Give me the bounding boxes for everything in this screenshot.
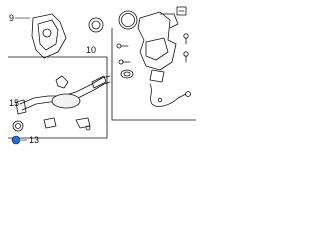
callout-13: 13 <box>29 135 39 145</box>
stud-2 <box>183 51 189 57</box>
converter-group-frame <box>111 28 196 121</box>
bolt <box>85 125 91 131</box>
clamp-ring-inner <box>15 123 21 129</box>
flange-gasket <box>120 69 134 79</box>
harness-connector <box>185 91 191 97</box>
heat-shield-inner-contour <box>37 19 59 51</box>
hanger-isolator <box>75 117 91 129</box>
heat-shield-hole <box>42 28 52 38</box>
heat-shield-clip <box>176 6 187 16</box>
gasket-ring <box>118 10 138 30</box>
oxygen-sensor-highlight <box>11 135 21 145</box>
manifold-runner <box>159 13 179 29</box>
callout-9: 9 <box>9 13 14 23</box>
group-10-frame <box>8 56 108 139</box>
stud-1 <box>183 33 189 39</box>
gasket-ring-inner <box>121 13 135 27</box>
exhaust-parts-diagram: 9 10 15 13 <box>8 6 196 145</box>
flex-joint <box>91 75 107 89</box>
converter-body <box>145 37 169 61</box>
hanger-bracket <box>55 75 69 89</box>
clamp-ring <box>12 120 24 132</box>
pipe-outlet <box>15 99 27 115</box>
bolt-2 <box>116 43 122 49</box>
heat-shield <box>31 13 67 59</box>
isolator <box>43 117 57 129</box>
resonator <box>51 93 81 109</box>
callout-10: 10 <box>86 45 96 55</box>
harness-clip <box>157 97 163 103</box>
flange-gasket-inner <box>123 71 131 77</box>
converter-flange <box>149 69 165 83</box>
gasket-small-inner <box>91 20 101 30</box>
bolt-3 <box>118 59 124 65</box>
catalytic-converter <box>137 11 177 71</box>
sensor-harness <box>149 83 187 107</box>
callout-15: 15 <box>9 98 19 108</box>
gasket-small <box>88 17 104 33</box>
